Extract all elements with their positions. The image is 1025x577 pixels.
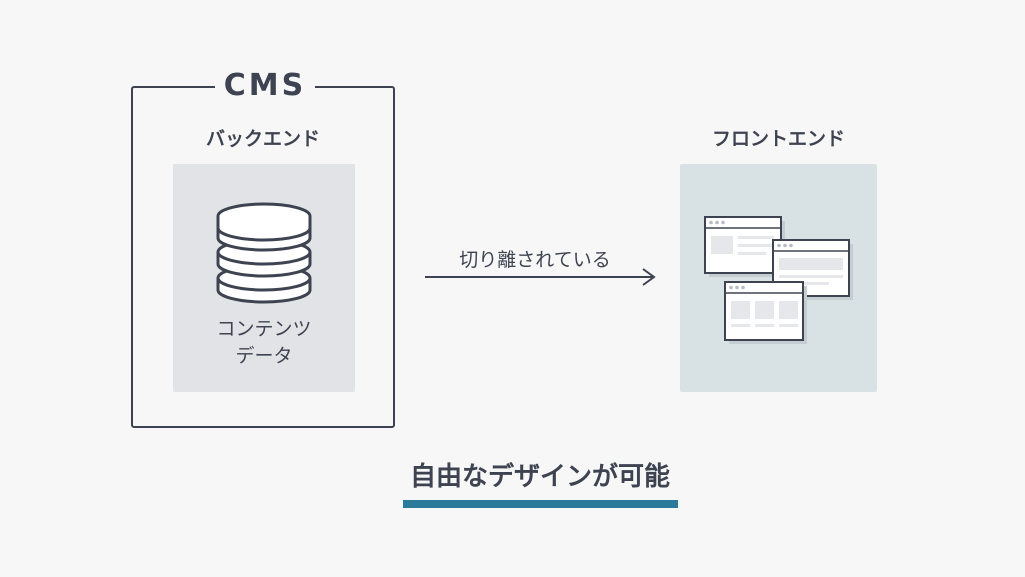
title-underline (403, 500, 678, 508)
backend-label: バックエンド (205, 128, 320, 150)
frontend-label: フロントエンド (711, 128, 845, 150)
bottom-title: 自由なデザインが可能 (409, 462, 670, 492)
web-pages-icon (704, 216, 853, 344)
content-label-line-1: コンテンツ (216, 318, 312, 340)
cms-title: CMS (215, 66, 315, 106)
content-data-label: コンテンツ データ (173, 316, 355, 370)
arrow-label: 切り離されている (459, 249, 611, 271)
database-icon (216, 202, 312, 304)
content-label-line-2: データ (235, 345, 293, 367)
right-arrow-icon (425, 268, 656, 286)
